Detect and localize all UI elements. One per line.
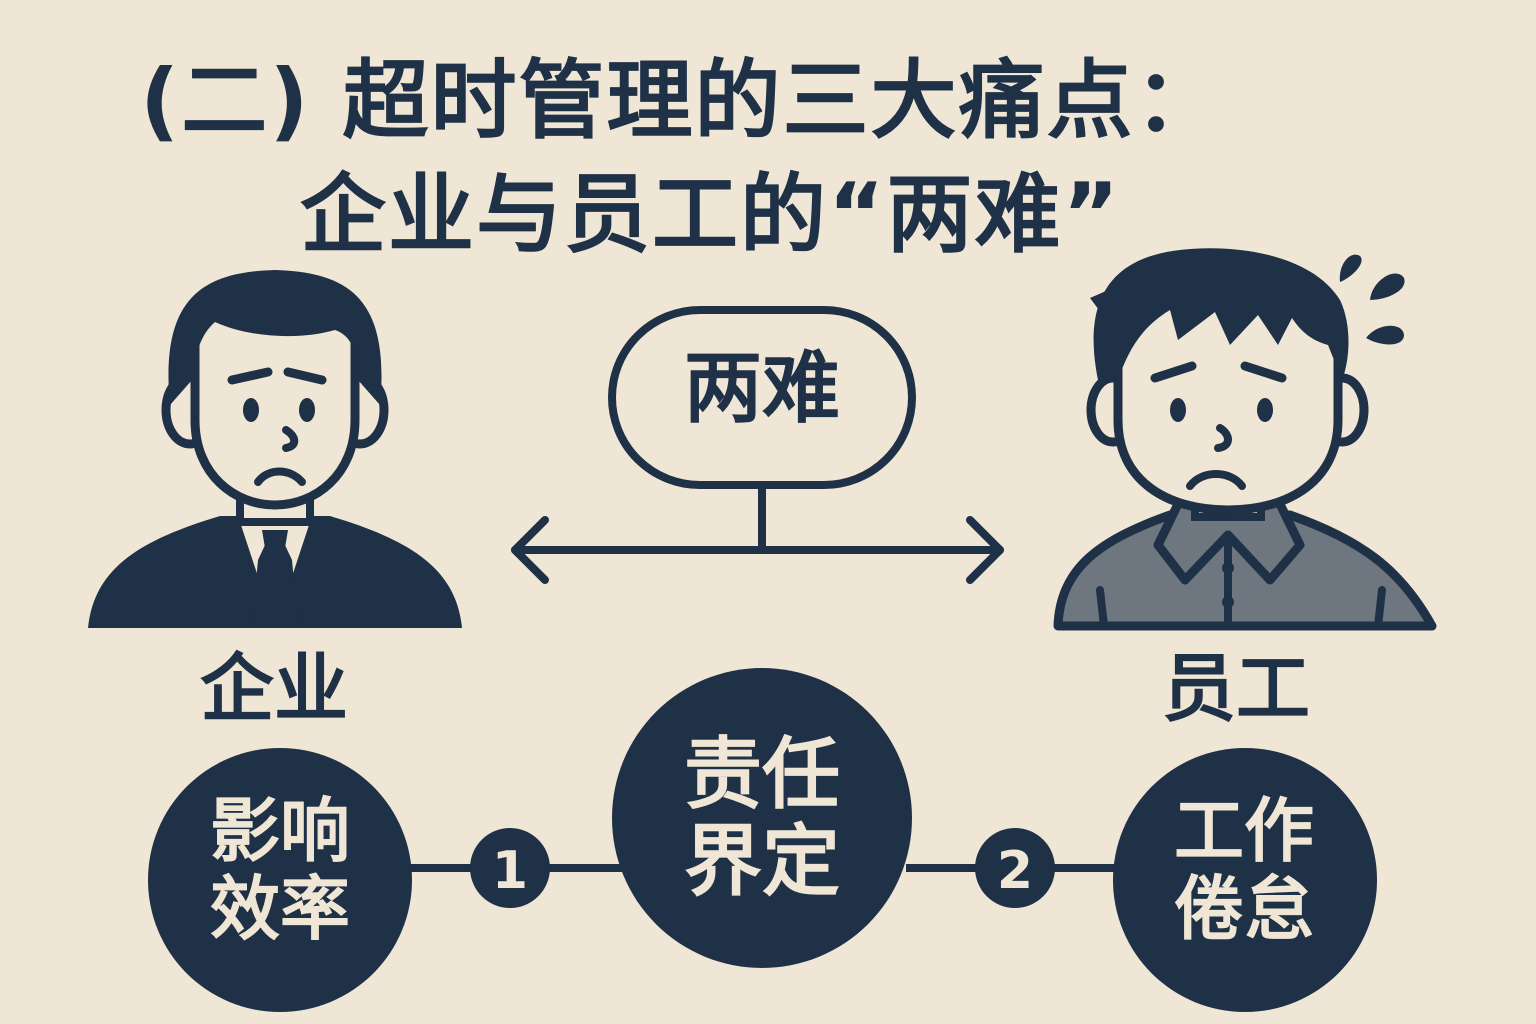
number-badge-2-label: 2 — [996, 841, 1034, 901]
pain-circle-burnout — [1113, 748, 1377, 1012]
pain-point-efficiency-line2: 效率 — [210, 868, 350, 951]
pain-point-efficiency-line1: 影响 — [210, 790, 350, 872]
title-line-2: 企业与员工的“两难” — [300, 165, 1122, 265]
businessman-icon — [88, 270, 462, 628]
number-badge-1-label: 1 — [491, 841, 529, 901]
pain-point-responsibility-line1: 责任 — [683, 730, 840, 820]
pain-point-burnout-line1: 工作 — [1174, 790, 1314, 872]
title-line-1: (二) 超时管理的三大痛点： — [140, 51, 1223, 151]
pain-point-burnout-line2: 倦怠 — [1174, 868, 1314, 951]
number-badge-1 — [470, 828, 550, 908]
company-label: 企业 — [200, 646, 348, 732]
number-badge-2 — [975, 828, 1055, 908]
employee-label: 员工 — [1162, 646, 1310, 732]
double-arrow-icon — [511, 481, 1004, 584]
pain-point-efficiency: 影响 效率 — [150, 792, 410, 949]
pain-circle-responsibility — [612, 668, 912, 968]
pain-point-responsibility: 责任 界定 — [612, 730, 912, 908]
worried-employee-icon — [1053, 248, 1437, 631]
pain-point-responsibility-line2: 界定 — [683, 817, 840, 908]
dilemma-label: 两难 — [683, 344, 840, 434]
stress-marks-icon — [1339, 254, 1405, 345]
pain-circle-efficiency — [148, 748, 412, 1012]
pain-point-burnout: 工作 倦怠 — [1114, 792, 1374, 949]
